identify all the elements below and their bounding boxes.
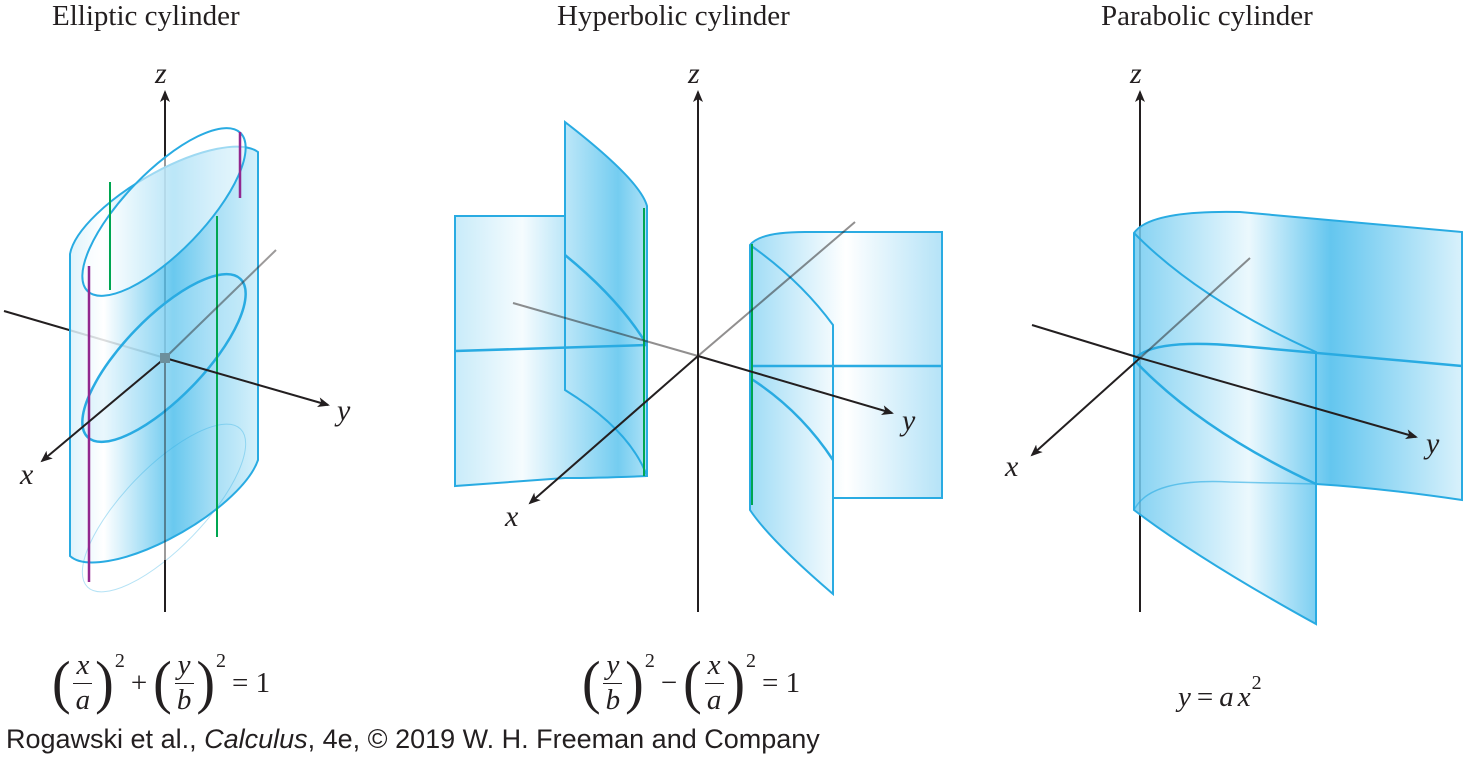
parabolic-cylinder-title: Parabolic cylinder (1101, 0, 1313, 32)
parabolic-cylinder-figure: z y x (1004, 57, 1463, 626)
x-axis-label: x (19, 458, 34, 491)
copyright-credit: Rogawski et al., Calculus, 4e, © 2019 W.… (6, 724, 820, 754)
z-axis-label: z (687, 57, 700, 90)
y-axis-label: y (1423, 427, 1440, 460)
y-axis-label: y (899, 404, 916, 437)
hyperbolic-cylinder-title: Hyperbolic cylinder (557, 0, 790, 32)
elliptic-cylinder-figure: z y x (3, 57, 351, 612)
z-axis-label: z (1129, 57, 1142, 90)
x-axis-label: x (504, 500, 519, 533)
y-axis-label: y (334, 394, 351, 427)
z-axis-label: z (154, 57, 167, 90)
elliptic-cylinder-title: Elliptic cylinder (52, 0, 240, 32)
hyperbolic-cylinder-figure: z y x (454, 57, 943, 612)
x-axis-label: x (1004, 450, 1019, 483)
